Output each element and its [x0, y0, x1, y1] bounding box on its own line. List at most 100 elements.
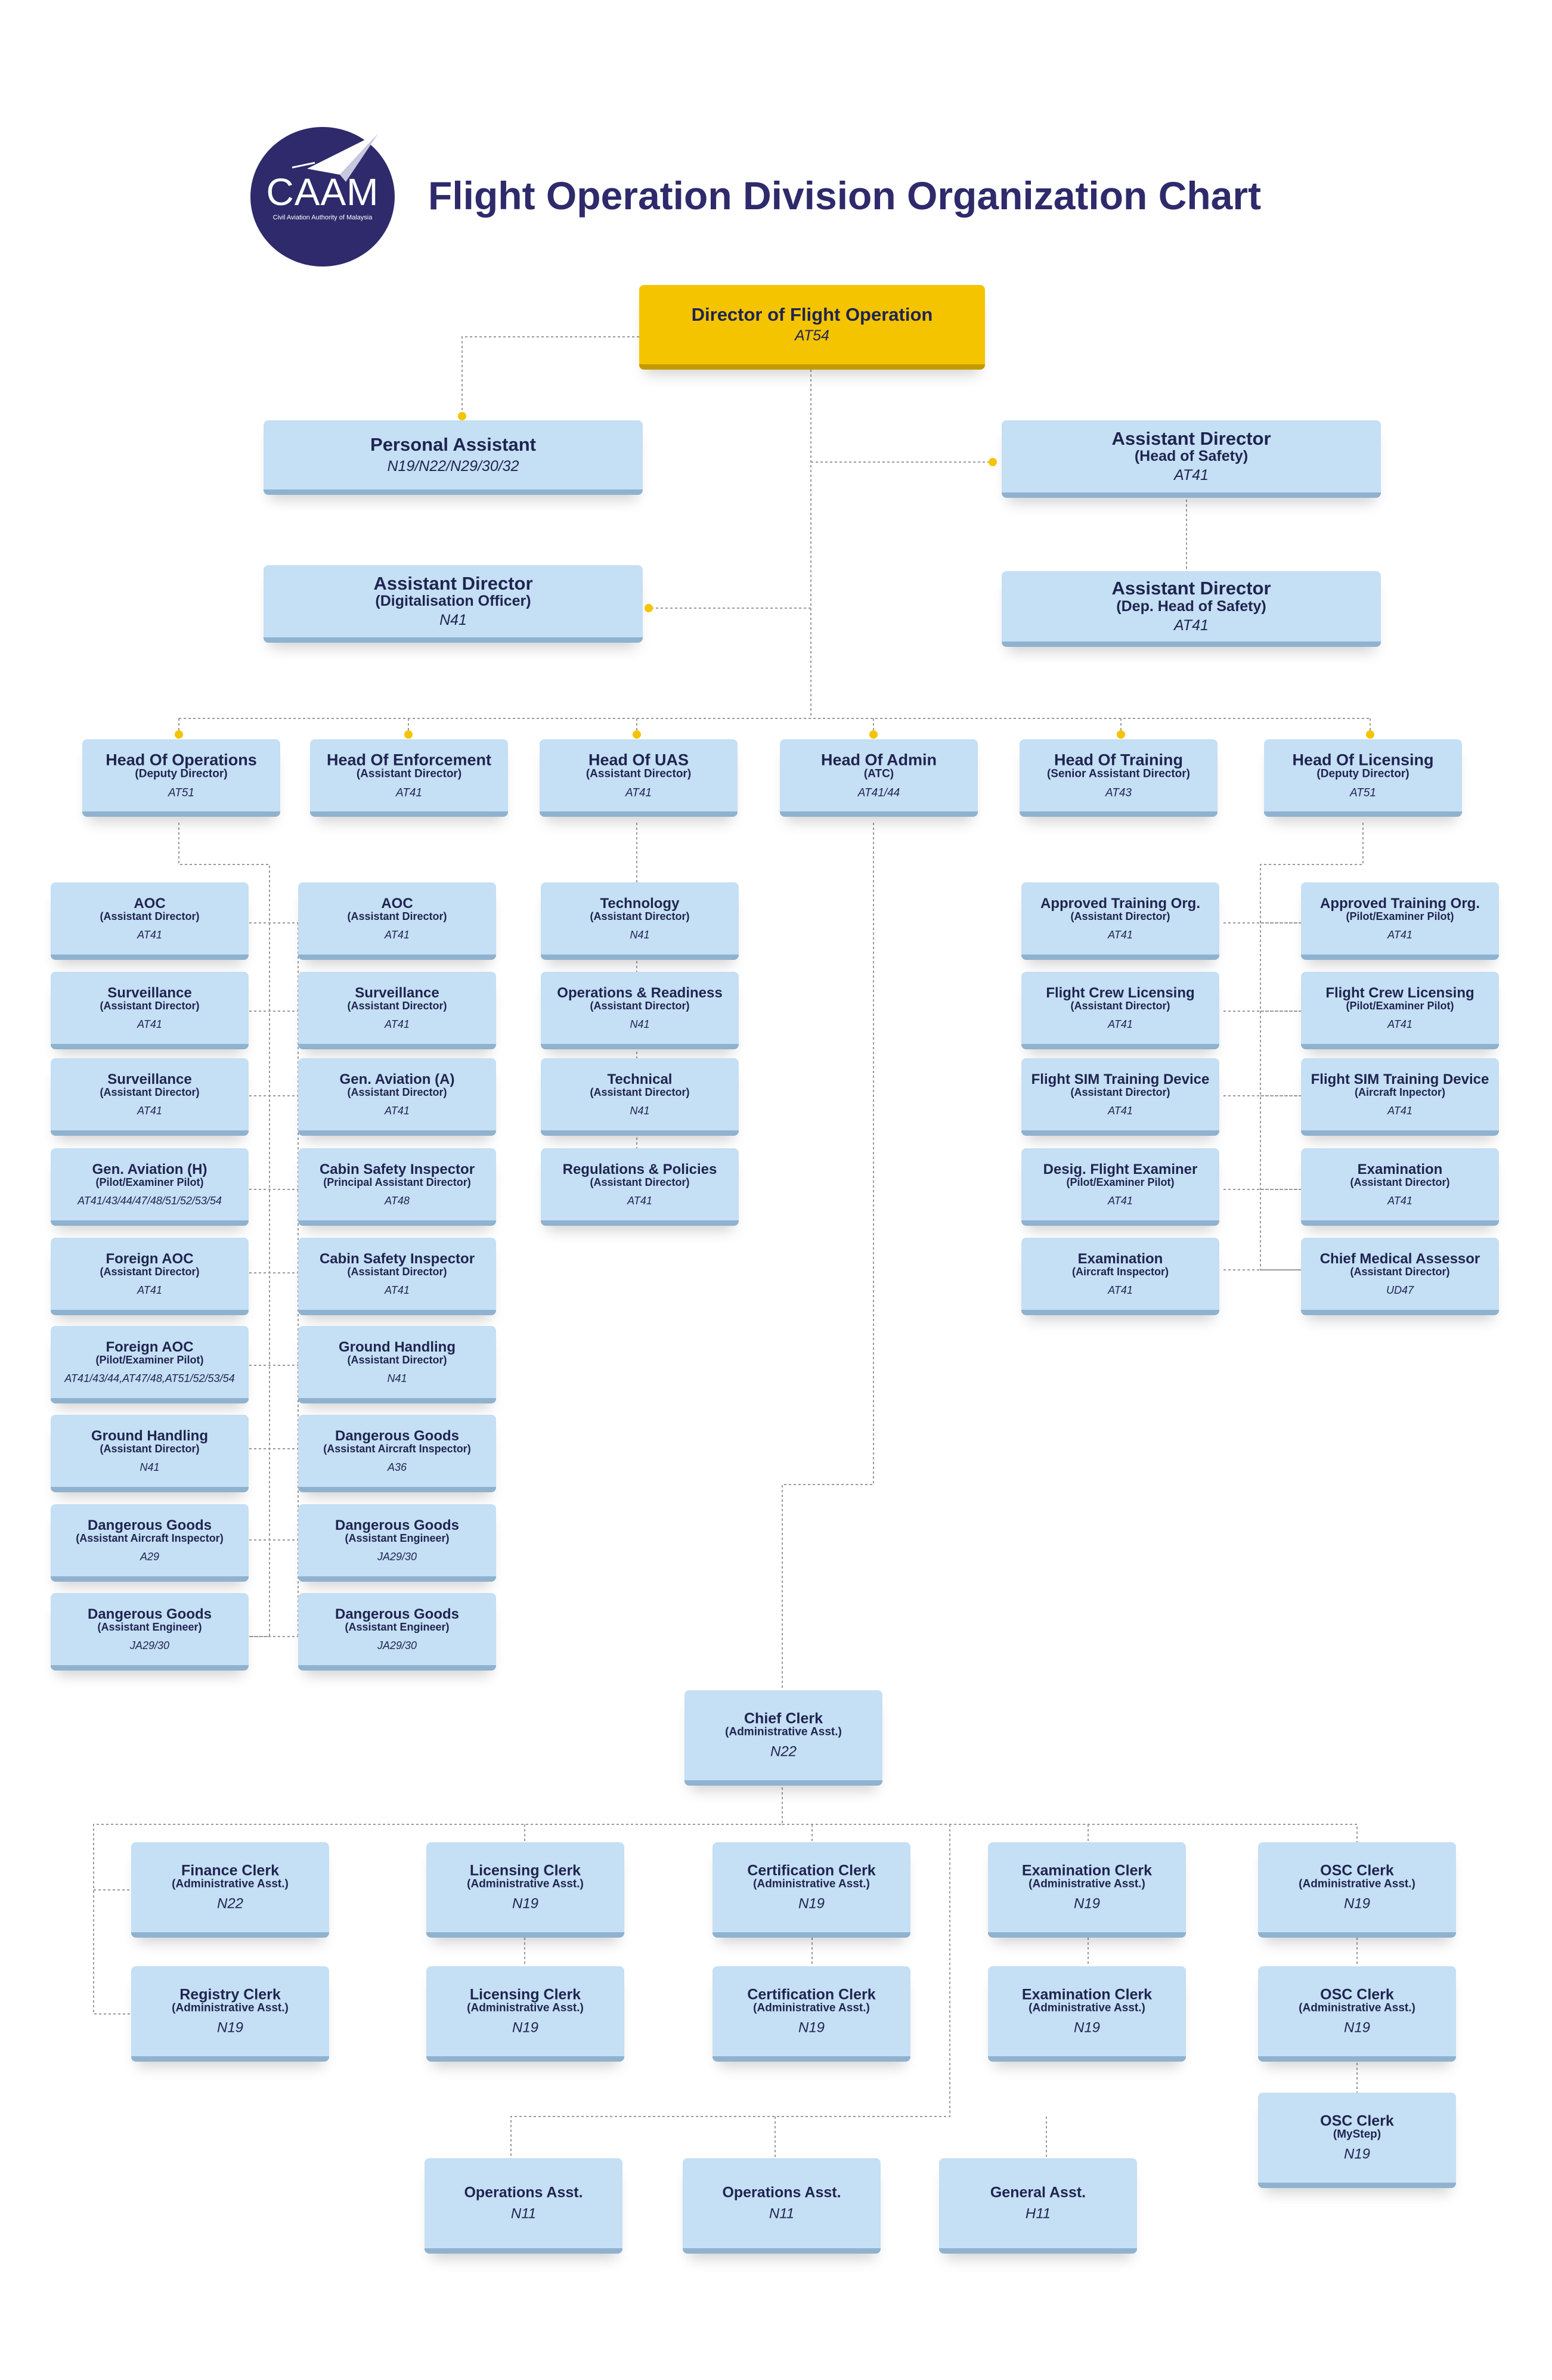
operations-unit-3: Gen. Aviation (H)(Pilot/Examiner Pilot)A…	[51, 1148, 249, 1226]
operations-unit-7-content: Dangerous Goods(Assistant Aircraft Inspe…	[51, 1517, 249, 1563]
licensing-unit-3: Examination(Assistant Director)AT41	[1301, 1148, 1499, 1226]
enforcement-unit-4-grade: AT41	[385, 1284, 410, 1296]
connector-dot-pa	[458, 412, 466, 420]
enforcement-unit-4: Cabin Safety Inspector(Assistant Directo…	[298, 1238, 496, 1315]
operations-unit-5-subtitle: (Pilot/Examiner Pilot)	[95, 1353, 204, 1366]
connector-dot-head-0	[175, 730, 183, 739]
assistant-director-dep-safety-box-content: Assistant Director(Dep. Head of Safety)A…	[1002, 577, 1381, 634]
training-unit-2-title: Flight SIM Training Device	[1031, 1071, 1210, 1087]
enforcement-unit-5-grade: N41	[387, 1372, 407, 1384]
enforcement-unit-2-content: Gen. Aviation (A)(Assistant Director)AT4…	[298, 1071, 496, 1117]
training-unit-0-title: Approved Training Org.	[1040, 895, 1201, 912]
enforcement-unit-3-title: Cabin Safety Inspector	[319, 1161, 475, 1177]
training-unit-1-grade: AT41	[1108, 1018, 1133, 1030]
enforcement-unit-1-content: Surveillance(Assistant Director)AT41	[298, 985, 496, 1031]
chief-clerk-box-grade: N22	[770, 1743, 797, 1760]
operations-unit-8-grade: JA29/30	[129, 1639, 170, 1651]
head-box-5-title: Head Of Licensing	[1292, 750, 1434, 768]
licensing-unit-2-title: Flight SIM Training Device	[1311, 1071, 1489, 1087]
training-unit-4-content: Examination(Aircraft Inspector)AT41	[1021, 1251, 1219, 1297]
operations-unit-6-content: Ground Handling(Assistant Director)N41	[51, 1428, 249, 1474]
operations-unit-0-title: AOC	[134, 895, 166, 912]
operations-unit-7-title: Dangerous Goods	[87, 1517, 212, 1533]
clerk-box-3: Licensing Clerk(Administrative Asst.)N19	[426, 1966, 624, 2062]
licensing-unit-1-title: Flight Crew Licensing	[1325, 984, 1474, 1001]
licensing-unit-1-grade: AT41	[1387, 1018, 1412, 1030]
head-box-2-grade: AT41	[625, 786, 652, 799]
clerk-box-5-title: Certification Clerk	[747, 1986, 876, 2003]
enforcement-unit-3-content: Cabin Safety Inspector(Principal Assista…	[298, 1161, 496, 1207]
training-unit-4-grade: AT41	[1108, 1284, 1133, 1296]
clerk-box-3-grade: N19	[512, 2019, 539, 2036]
enforcement-unit-5-title: Ground Handling	[339, 1338, 456, 1355]
head-box-3-content: Head Of Admin(ATC)AT41/44	[780, 751, 978, 799]
assistant-box-2-grade: H11	[1025, 2205, 1051, 2222]
head-box-0-subtitle: (Deputy Director)	[135, 767, 228, 780]
head-box-4-grade: AT43	[1105, 786, 1132, 799]
training-unit-2-grade: AT41	[1108, 1104, 1133, 1117]
assistant-director-dep-safety-box-title: Assistant Director	[1111, 577, 1271, 599]
clerk-box-8: OSC Clerk(Administrative Asst.)N19	[1258, 1842, 1456, 1938]
licensing-unit-0: Approved Training Org.(Pilot/Examiner Pi…	[1301, 882, 1499, 960]
head-box-1-grade: AT41	[395, 786, 422, 799]
head-box-1-content: Head Of Enforcement(Assistant Director)A…	[310, 751, 508, 799]
operations-unit-8-subtitle: (Assistant Engineer)	[97, 1620, 202, 1633]
head-box-5: Head Of Licensing(Deputy Director)AT51	[1264, 739, 1462, 817]
training-unit-1-subtitle: (Assistant Director)	[1070, 999, 1170, 1012]
operations-unit-8: Dangerous Goods(Assistant Engineer)JA29/…	[51, 1593, 249, 1671]
head-box-4-subtitle: (Senior Assistant Director)	[1046, 767, 1190, 780]
assistant-box-1: Operations Asst.N11	[683, 2158, 881, 2254]
uas-unit-1: Operations & Readiness(Assistant Directo…	[541, 972, 739, 1049]
assistant-box-2-title: General Asst.	[990, 2184, 1086, 2201]
training-unit-4-title: Examination	[1077, 1250, 1163, 1267]
clerk-box-9-grade: N19	[1343, 2019, 1371, 2036]
uas-unit-2: Technical(Assistant Director)N41	[541, 1058, 739, 1136]
licensing-unit-4-title: Chief Medical Assessor	[1319, 1250, 1480, 1267]
clerk-box-3-title: Licensing Clerk	[469, 1986, 581, 2003]
head-box-3-grade: AT41/44	[857, 786, 900, 799]
enforcement-unit-5: Ground Handling(Assistant Director)N41	[298, 1326, 496, 1403]
assistant-box-2-content: General Asst. H11	[939, 2184, 1137, 2222]
enforcement-unit-6-content: Dangerous Goods(Assistant Aircraft Inspe…	[298, 1428, 496, 1474]
uas-unit-3: Regulations & Policies(Assistant Directo…	[541, 1148, 739, 1226]
enforcement-unit-3: Cabin Safety Inspector(Principal Assista…	[298, 1148, 496, 1226]
enforcement-unit-8-title: Dangerous Goods	[334, 1606, 460, 1622]
licensing-unit-4-grade: UD47	[1386, 1284, 1414, 1296]
operations-unit-0-content: AOC(Assistant Director)AT41	[51, 895, 249, 941]
clerk-box-0: Finance Clerk(Administrative Asst.)N22	[131, 1842, 329, 1938]
assistant-director-digitalisation-box-content: Assistant Director(Digitalisation Office…	[264, 574, 643, 628]
training-unit-2-subtitle: (Assistant Director)	[1070, 1086, 1170, 1098]
operations-unit-8-content: Dangerous Goods(Assistant Engineer)JA29/…	[51, 1606, 249, 1652]
clerk-box-4-grade: N19	[798, 1895, 825, 1912]
enforcement-unit-2-grade: AT41	[385, 1104, 410, 1117]
enforcement-unit-7: Dangerous Goods(Assistant Engineer)JA29/…	[298, 1504, 496, 1582]
clerk-box-6-title: Examination Clerk	[1021, 1862, 1153, 1879]
operations-unit-2-content: Surveillance(Assistant Director)AT41	[51, 1071, 249, 1117]
clerk-box-10-title: OSC Clerk	[1320, 2112, 1394, 2130]
licensing-unit-1: Flight Crew Licensing(Pilot/Examiner Pil…	[1301, 972, 1499, 1049]
licensing-unit-2: Flight SIM Training Device(Aircraft Inpe…	[1301, 1058, 1499, 1136]
chief-clerk-box-subtitle: (Administrative Asst.)	[725, 1725, 842, 1738]
licensing-unit-4-content: Chief Medical Assessor(Assistant Directo…	[1301, 1251, 1499, 1297]
enforcement-unit-6-subtitle: (Assistant Aircraft Inspector)	[323, 1442, 471, 1455]
head-box-4-title: Head Of Training	[1054, 750, 1184, 768]
clerk-box-0-content: Finance Clerk(Administrative Asst.)N22	[131, 1863, 329, 1912]
uas-unit-1-subtitle: (Assistant Director)	[590, 999, 690, 1012]
operations-unit-4-grade: AT41	[137, 1284, 162, 1296]
training-unit-1-content: Flight Crew Licensing(Assistant Director…	[1021, 985, 1219, 1031]
operations-unit-2-grade: AT41	[137, 1104, 162, 1117]
connector-dot-head-5	[1366, 730, 1374, 739]
licensing-unit-4: Chief Medical Assessor(Assistant Directo…	[1301, 1238, 1499, 1315]
enforcement-unit-1: Surveillance(Assistant Director)AT41	[298, 972, 496, 1049]
uas-unit-3-content: Regulations & Policies(Assistant Directo…	[541, 1161, 739, 1207]
clerk-box-7-grade: N19	[1073, 2019, 1101, 2036]
enforcement-unit-0-grade: AT41	[385, 928, 410, 941]
clerk-box-4-subtitle: (Administrative Asst.)	[753, 1877, 870, 1891]
head-box-5-grade: AT51	[1349, 786, 1376, 799]
licensing-unit-0-subtitle: (Pilot/Examiner Pilot)	[1346, 910, 1454, 922]
enforcement-unit-2-title: Gen. Aviation (A)	[339, 1071, 455, 1087]
clerk-box-2-subtitle: (Administrative Asst.)	[467, 1877, 584, 1891]
assistant-box-1-content: Operations Asst.N11	[683, 2184, 881, 2222]
